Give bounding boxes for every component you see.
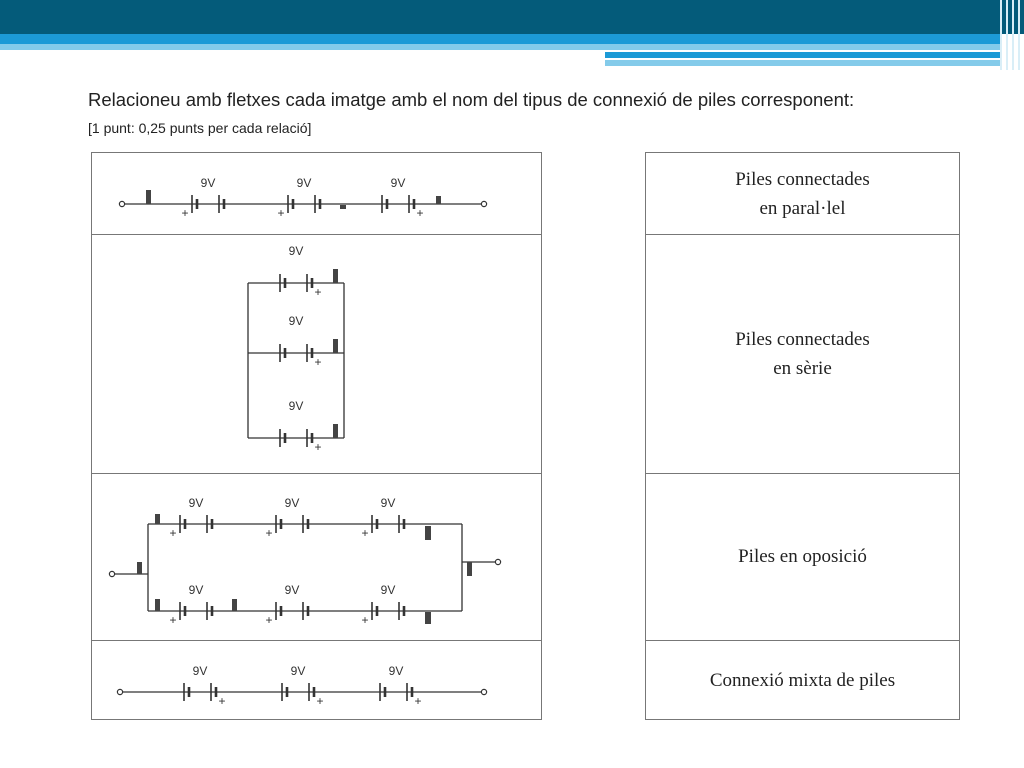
voltage-label: 9V xyxy=(291,664,306,678)
header-edge-line xyxy=(1012,0,1014,70)
plus-sign: + xyxy=(416,206,423,220)
row-divider xyxy=(92,473,541,474)
header-accent-underline xyxy=(605,52,1000,58)
terminal xyxy=(108,570,116,578)
voltage-label: 9V xyxy=(297,176,312,190)
plus-sign: + xyxy=(414,694,421,708)
marker xyxy=(155,514,160,524)
plus-sign: + xyxy=(265,613,272,627)
voltage-label: 9V xyxy=(381,496,396,510)
marker xyxy=(137,562,142,574)
marker xyxy=(467,562,472,576)
voltage-label: 9V xyxy=(201,176,216,190)
row-divider xyxy=(646,473,959,474)
voltage-label: 9V xyxy=(289,314,304,328)
header-bar xyxy=(0,0,1024,34)
plus-sign: + xyxy=(314,440,321,454)
marker xyxy=(425,526,431,540)
voltage-label: 9V xyxy=(381,583,396,597)
header-accent-underline-2 xyxy=(605,60,1000,66)
plus-sign: + xyxy=(218,694,225,708)
marker xyxy=(425,612,431,624)
marker xyxy=(436,196,441,204)
voltage-label: 9V xyxy=(285,583,300,597)
terminal xyxy=(116,688,124,696)
header-accent-stripe-light xyxy=(0,44,1000,50)
plus-sign: + xyxy=(316,694,323,708)
circuit-4: 9V +9V +9V + xyxy=(116,664,488,708)
terminal xyxy=(480,688,488,696)
connection-type-option[interactable]: Piles connectades en sèrie xyxy=(735,328,870,379)
marker xyxy=(333,424,338,438)
marker xyxy=(333,339,338,353)
connection-types-panel: Piles connectades en paral·lel Piles con… xyxy=(645,152,960,720)
row-divider xyxy=(92,234,541,235)
voltage-label: 9V xyxy=(285,496,300,510)
voltage-label: 9V xyxy=(289,399,304,413)
circuit-1: 9V +9V +9V + xyxy=(118,176,488,220)
marker xyxy=(155,599,160,611)
terminal xyxy=(494,558,502,566)
row-divider xyxy=(646,640,959,641)
voltage-label: 9V xyxy=(193,664,208,678)
marker xyxy=(146,190,151,204)
voltage-label: 9V xyxy=(289,244,304,258)
circuit-3: 9V +9V +9V +9V +9V +9V + xyxy=(108,496,502,627)
plus-sign: + xyxy=(181,206,188,220)
voltage-label: 9V xyxy=(189,583,204,597)
marker xyxy=(333,269,338,283)
plus-sign: + xyxy=(169,526,176,540)
voltage-label: 9V xyxy=(391,176,406,190)
terminal xyxy=(118,200,126,208)
header-edge-line xyxy=(1006,0,1008,70)
circuits-panel xyxy=(91,152,542,720)
connection-type-option[interactable]: Piles connectades en paral·lel xyxy=(735,168,870,219)
plus-sign: + xyxy=(314,355,321,369)
circuit-2: 9V +9V +9V + xyxy=(247,244,345,454)
voltage-label: 9V xyxy=(189,496,204,510)
plus-sign: + xyxy=(277,206,284,220)
marker xyxy=(340,205,346,209)
points-text: [1 punt: 0,25 punts per cada relació] xyxy=(88,120,312,136)
header-accent-stripe xyxy=(0,34,1000,44)
instructions-text: Relacioneu amb fletxes cada imatge amb e… xyxy=(88,89,855,110)
plus-sign: + xyxy=(361,526,368,540)
header-edge-line xyxy=(1018,0,1020,70)
terminal xyxy=(480,200,488,208)
voltage-label: 9V xyxy=(389,664,404,678)
plus-sign: + xyxy=(314,285,321,299)
plus-sign: + xyxy=(265,526,272,540)
row-divider xyxy=(92,640,541,641)
row-divider xyxy=(646,234,959,235)
header-edge-line xyxy=(1000,0,1002,70)
marker xyxy=(232,599,237,611)
plus-sign: + xyxy=(361,613,368,627)
plus-sign: + xyxy=(169,613,176,627)
connection-type-option[interactable]: Connexió mixta de piles xyxy=(709,670,896,691)
connection-type-option[interactable]: Piles en oposició xyxy=(738,546,867,567)
